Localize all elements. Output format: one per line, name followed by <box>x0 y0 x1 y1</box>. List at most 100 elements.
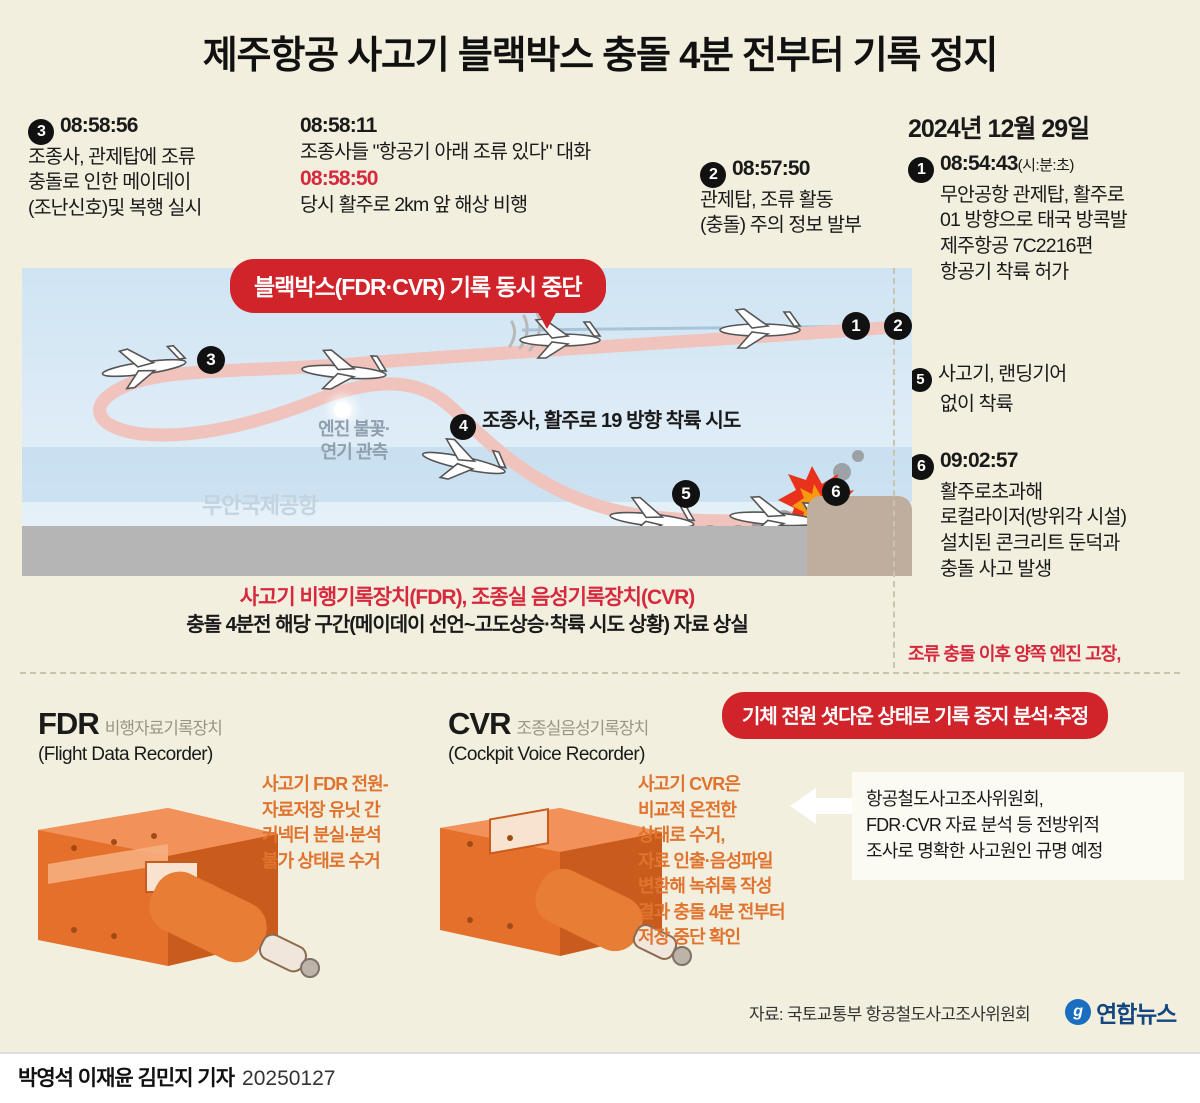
airplane-icon-4 <box>301 349 388 390</box>
engine-failure-note: 조류 충돌 이후 양쪽 엔진 고장, <box>908 644 1121 664</box>
cvr-title: CVR 조종실음성기록장치 (Cockpit Voice Recorder) <box>448 706 649 766</box>
timeline-a-line-1: 조종사들 "항공기 아래 조류 있다" 대화 <box>300 140 591 163</box>
timeline-block-6: 6 09:02:57 활주로초과해 로컬라이저(방위각 시설) 설치된 콘크리트 … <box>908 447 1127 583</box>
timeline-3-line-2: 충돌로 인한 메이데이 <box>28 171 191 194</box>
step-badge-3: 3 <box>28 118 54 145</box>
engine-spark-icon <box>334 401 351 418</box>
timeline-1-time: 08:54:43 <box>940 152 1018 175</box>
timeline-1-body: 무안공항 관제탑, 활주로 01 방향으로 태국 방콕발 제주항공 7C2216… <box>908 183 1128 286</box>
fdr-device-illustration <box>38 808 320 978</box>
cvr-abbr: CVR <box>448 706 511 741</box>
scene-marker-5: 5 <box>672 480 700 508</box>
timeline-block-1: 1 08:54:43(시:분:초) 무안공항 관제탑, 활주로 01 방향으로 태… <box>908 150 1128 286</box>
step-badge-2: 2 <box>700 161 726 188</box>
timeline-block-3: 3 08:58:56 조종사, 관제탑에 조류 충돌로 인한 메이데이 (조난신호… <box>28 112 202 222</box>
timeline-3-time: 08:58:56 <box>60 114 138 137</box>
timeline-6-header: 6 09:02:57 <box>908 447 1126 480</box>
byline: 박영석 이재윤 김민지 기자 20250127 <box>18 1062 335 1092</box>
timeline-2-body: 관제탑, 조류 활동 (충돌) 주의 정보 발부 <box>700 188 862 239</box>
step-badge-1: 1 <box>908 156 934 183</box>
byline-authors: 박영석 이재윤 김민지 기자 <box>18 1067 235 1090</box>
source-label: 자료: 국토교통부 항공철도사고조사위원회 <box>749 1005 1031 1024</box>
airplane-icon-2 <box>519 318 602 359</box>
concrete-mound <box>807 496 912 576</box>
timeline-5-line-2: 없이 착륙 <box>940 392 1014 415</box>
fdr-english-name: (Flight Data Recorder) <box>38 744 213 765</box>
timeline-2-time: 08:57:50 <box>732 157 810 180</box>
cvr-korean-name: 조종실음성기록장치 <box>516 719 649 738</box>
cvr-note-line-5: 변환해 녹취록 작성 <box>638 876 772 897</box>
scene-marker-2: 2 <box>884 312 912 340</box>
section-divider <box>20 672 1180 674</box>
time-unit-note: (시:분:초) <box>1017 157 1075 174</box>
scene-marker-1: 1 <box>842 312 870 340</box>
cvr-note-line-6: 결과 충돌 4분 전부터 <box>638 901 786 922</box>
fdr-note-line-2: 자료저장 유닛 간 <box>262 799 381 820</box>
left-arrow-icon <box>790 788 852 824</box>
fdr-note-line-3: 커넥터 분실·분석 <box>262 825 382 846</box>
flight-track <box>93 321 889 528</box>
timeline-a-line-2: 당시 활주로 2km 앞 해상 비행 <box>300 194 528 217</box>
cvr-note-line-7: 저장 중단 확인 <box>638 927 741 948</box>
timeline-3-line-3: (조난신호)및 복행 실시 <box>28 197 202 220</box>
timeline-2-line-2: (충돌) 주의 정보 발부 <box>700 214 862 237</box>
timeline-3-line-1: 조종사, 관제탑에 조류 <box>28 145 196 168</box>
cvr-note-line-1: 사고기 CVR은 <box>638 774 741 794</box>
fdr-abbr: FDR <box>38 706 100 741</box>
timeline-6-line-3: 설치된 콘크리트 둔덕과 <box>940 532 1120 555</box>
vertical-divider <box>893 268 895 668</box>
cvr-note-line-2: 비교적 온전한 <box>638 799 737 820</box>
timeline-a-time-1: 08:58:11 <box>300 114 377 137</box>
timeline-6-body: 활주로초과해 로컬라이저(방위각 시설) 설치된 콘크리트 둔덕과 충돌 사고 … <box>908 480 1127 583</box>
fdr-note: 사고기 FDR 전원- 자료저장 유닛 간 커넥터 분실·분석 불가 상태로 수… <box>262 772 389 874</box>
scene-caption-line-1: 사고기 비행기록장치(FDR), 조종실 음성기록장치(CVR) <box>239 586 696 609</box>
page-title: 제주항공 사고기 블랙박스 충돌 4분 전부터 기록 정지 <box>202 35 999 77</box>
footer-bar <box>0 1052 1200 1103</box>
timeline-6-time: 09:02:57 <box>940 449 1018 472</box>
fdr-korean-name: 비행자료기록장치 <box>104 719 223 738</box>
logo-mark-icon: g <box>1065 999 1092 1025</box>
blackbox-stop-banner: 블랙박스(FDR·CVR) 기록 동시 중단 <box>230 259 606 329</box>
step-badge-5: 5 <box>908 367 932 392</box>
scene-caption: 사고기 비행기록장치(FDR), 조종실 음성기록장치(CVR) 충돌 4분전 … <box>22 584 912 639</box>
timeline-1-line-3: 제주항공 7C2216편 <box>940 235 1094 258</box>
timeline-1-line-4: 항공기 착륙 허가 <box>940 260 1069 283</box>
timeline-2-line-1: 관제탑, 조류 활동 <box>700 188 834 211</box>
scene-caption-line-2: 충돌 4분전 해당 구간(메이데이 선언~고도상승·착륙 시도 상황) 자료 상… <box>186 613 748 636</box>
timeline-3-body: 조종사, 관제탑에 조류 충돌로 인한 메이데이 (조난신호)및 복행 실시 <box>28 145 202 222</box>
investigation-callout: 항공철도사고조사위원회, FDR·CVR 자료 분석 등 전방위적 조사로 명확… <box>852 772 1184 881</box>
step-badge-6: 6 <box>908 453 934 480</box>
event-date: 2024년 12월 29일 <box>908 115 1090 143</box>
logo-text: 연합뉴스 <box>1096 1001 1177 1027</box>
cvr-note-line-4: 자료 인출·음성파일 <box>638 850 773 871</box>
byline-date: 20250127 <box>242 1067 336 1090</box>
fdr-note-line-1: 사고기 FDR 전원- <box>262 774 389 794</box>
timeline-2-header: 2 08:57:50 <box>700 155 861 188</box>
scene-marker-6: 6 <box>822 478 850 506</box>
cvr-device-illustration <box>440 808 692 966</box>
step-badge-4: 4 <box>450 414 476 440</box>
airplane-icon-1 <box>719 308 802 349</box>
airplane-icon-5 <box>421 438 508 480</box>
timeline-6-line-2: 로컬라이저(방위각 시설) <box>940 506 1127 529</box>
timeline-block-a: 08:58:11 조종사들 "항공기 아래 조류 있다" 대화 08:58:50… <box>300 112 591 219</box>
step-4-text: 조종사, 활주로 19 방향 착륙 시도 <box>482 410 741 432</box>
timeline-6-line-1: 활주로초과해 <box>940 480 1043 503</box>
airport-label: 무안국제공항 <box>202 493 318 518</box>
timeline-1-line-1: 무안공항 관제탑, 활주로 <box>940 183 1125 206</box>
cvr-english-name: (Cockpit Voice Recorder) <box>448 744 645 765</box>
timeline-a-time-2: 08:58:50 <box>300 167 378 191</box>
power-shutdown-banner: 기체 전원 셧다운 상태로 기록 중지 분석·추정 <box>722 692 1109 739</box>
timeline-block-2: 2 08:57:50 관제탑, 조류 활동 (충돌) 주의 정보 발부 <box>700 155 862 239</box>
runway-ground <box>22 526 912 576</box>
cvr-note-line-3: 상태로 수거, <box>638 825 725 846</box>
airplane-icon-3 <box>101 344 187 390</box>
scene-marker-3: 3 <box>197 346 225 374</box>
step-4-label: 4 조종사, 활주로 19 방향 착륙 시도 <box>450 404 741 440</box>
